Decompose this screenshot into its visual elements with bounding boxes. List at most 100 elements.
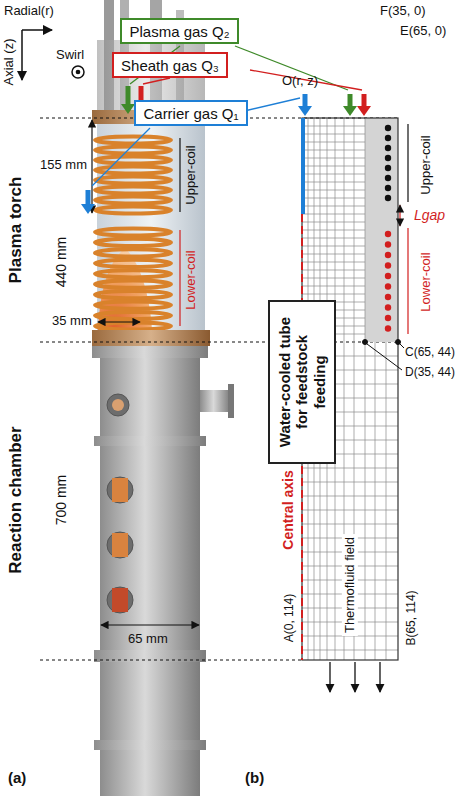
coil-dot [385, 273, 391, 279]
mesh-line [302, 134, 365, 135]
section-label: Plasma torch [7, 177, 26, 284]
axis-label: Radial(r) [4, 4, 54, 18]
coil-dot [385, 155, 391, 161]
level-lines [40, 118, 398, 660]
mesh-line [302, 126, 365, 127]
coil-turn [95, 228, 171, 235]
mesh-line [302, 294, 365, 295]
point-label: D(35, 44) [405, 366, 455, 379]
coil-dot [385, 125, 391, 131]
mesh-line [302, 190, 365, 191]
coil-label: Upper-coil [184, 145, 198, 204]
coil-turn [95, 322, 171, 329]
panel-label: (a) [8, 770, 26, 787]
coil-dot [385, 165, 391, 171]
mesh-line [302, 254, 365, 255]
point-label: C(65, 44) [405, 346, 455, 359]
coil-label: Lower-coil [419, 252, 433, 311]
point-leaders [363, 340, 405, 371]
point-label: B(65, 114) [405, 590, 418, 645]
coil-turn [95, 312, 171, 319]
mesh-line [302, 230, 365, 231]
coil-turn [95, 166, 171, 173]
mesh-line [375, 342, 376, 660]
mesh-line [302, 214, 365, 215]
dimension-lines [92, 120, 199, 625]
callout-text: Sheath gas Q₃ [121, 57, 219, 74]
coil-turn [95, 136, 171, 143]
point-label: E(65, 0) [400, 24, 446, 38]
mesh-line [302, 238, 365, 239]
mesh-line [386, 342, 387, 660]
axis-label: Central axis [281, 470, 296, 549]
coil-dot [385, 304, 391, 310]
induction-coils [95, 136, 171, 329]
mesh-line [302, 174, 365, 175]
coil-dot [385, 325, 391, 331]
coil-turn [95, 291, 171, 298]
dimension-label: 35 mm [52, 314, 92, 328]
mesh-line [302, 468, 398, 469]
mesh-line [302, 650, 398, 651]
coil-dot [385, 195, 391, 201]
mesh-line [302, 166, 365, 167]
coil-turn [95, 186, 171, 193]
coil-region [365, 118, 398, 342]
mesh-line [302, 286, 365, 287]
panel-label: (b) [245, 770, 264, 787]
point-label: F(35, 0) [380, 4, 426, 18]
point-label: A(0, 114) [283, 594, 296, 642]
gas-arrows [81, 86, 371, 214]
mesh-line [302, 510, 398, 511]
coil-turn [95, 239, 171, 246]
reaction-chamber [92, 346, 234, 796]
coil-brackets [400, 124, 408, 334]
torch-flange [92, 330, 210, 346]
coil-turn [95, 146, 171, 153]
coil-dot [385, 231, 391, 237]
coil-turn [95, 249, 171, 256]
dimension-label: 700 mm [54, 475, 69, 526]
coil-dot [385, 185, 391, 191]
coil-turn [95, 156, 171, 163]
mesh-line [302, 482, 398, 483]
mesh-line [302, 158, 365, 159]
mesh-line [302, 262, 365, 263]
coil-label: Upper-coil [419, 135, 433, 194]
coil-turn [95, 176, 171, 183]
coil-dot [385, 175, 391, 181]
coil-dot [385, 315, 391, 321]
axis-indicator [22, 30, 84, 80]
coil-dot [385, 294, 391, 300]
coil-dots [385, 125, 391, 332]
coil-dot [385, 135, 391, 141]
callout-box: Plasma gas Q₂ [120, 18, 239, 44]
mesh-line [302, 206, 365, 207]
point-label: O(r, z) [282, 74, 318, 88]
mesh-line [365, 342, 366, 660]
callout-text: Plasma gas Q₂ [129, 23, 230, 40]
outflow-arrows [330, 662, 380, 692]
section-label: Reaction chamber [7, 426, 26, 573]
mesh-line [302, 222, 365, 223]
feed-tube [301, 118, 305, 214]
mesh-line [302, 150, 365, 151]
coil-turn [95, 196, 171, 203]
field-label: Thermofluid field [342, 534, 358, 636]
mesh-line [302, 182, 365, 183]
callout-box: Sheath gas Q₃ [112, 52, 228, 78]
axis-label: Axial (z) [2, 39, 16, 86]
mesh-line [302, 278, 365, 279]
coil-dot [385, 252, 391, 258]
mesh-line [302, 496, 398, 497]
mesh-line [302, 142, 365, 143]
callout-box-vertical: Water-cooled tube for feedstock feeding [268, 300, 336, 464]
mesh-line [302, 524, 398, 525]
coil-label: Lower-coil [184, 250, 198, 309]
callout-text: Carrier gas Q₁ [143, 105, 239, 122]
mesh-line [302, 246, 365, 247]
gap-label: Lgap [414, 208, 445, 223]
coil-dot [385, 241, 391, 247]
dimension-label: 440 mm [54, 237, 69, 288]
coil-dot [385, 145, 391, 151]
